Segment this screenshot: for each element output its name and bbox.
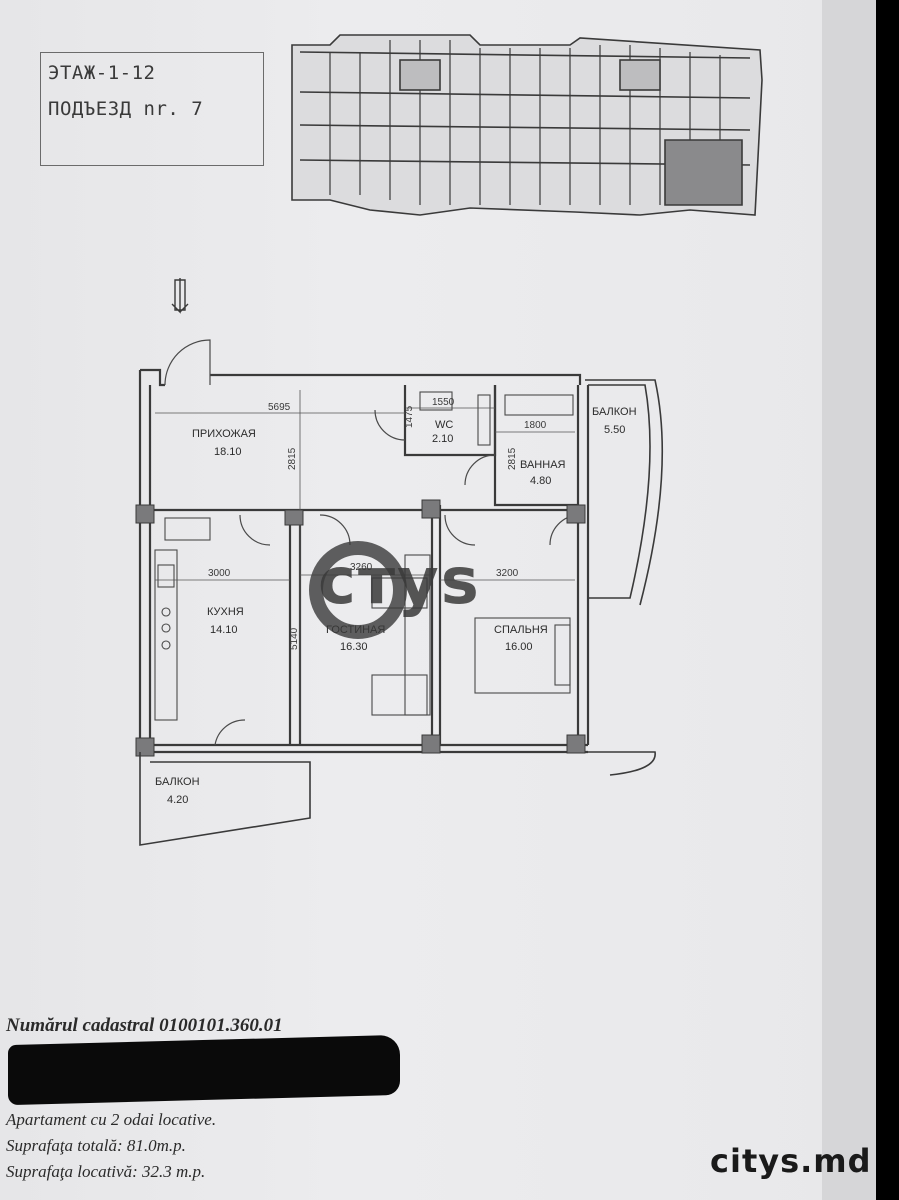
room-name-bath: ВАННАЯ: [520, 459, 566, 471]
dim-hall-depth: 2815: [287, 447, 298, 470]
dim-hall-width: 5695: [268, 402, 291, 413]
page-edge: [822, 0, 876, 1200]
dim-living-width: 3260: [350, 562, 373, 573]
room-area-balcony-2: 4.20: [167, 794, 188, 806]
dim-bath-depth: 2815: [507, 447, 518, 470]
dimension-lines: [155, 390, 575, 740]
watermark-logo-mark: [309, 541, 407, 639]
floor-label: ЭТАЖ-1-12: [48, 62, 156, 84]
apartment-rooms: Apartament cu 2 odai locative.: [6, 1110, 217, 1129]
dim-bedroom-width: 3200: [496, 568, 519, 579]
balconies: [139, 379, 664, 846]
watermark-logo-text: cтys: [318, 545, 481, 619]
watermark-site: citys.md: [710, 1142, 872, 1180]
cadastral-number: Numărul cadastral 0100101.360.01: [6, 1015, 283, 1036]
total-area: Suprafaţa totală: 81.0m.p.: [6, 1136, 186, 1155]
room-area-kitchen: 14.10: [210, 624, 238, 636]
dim-wc-depth: 1475: [404, 405, 415, 428]
dim-kitchen-width: 3000: [208, 568, 231, 579]
bedroom-fixtures: [419, 391, 574, 694]
room-name-wc: WC: [435, 419, 453, 431]
room-name-bedroom: СПАЛЬНЯ: [494, 624, 548, 636]
kitchen-fixtures: [154, 517, 211, 721]
room-area-wc: 2.10: [432, 433, 453, 445]
dim-bath-width: 1800: [524, 420, 547, 431]
entry-arrow: [171, 278, 189, 314]
room-name-hall: ПРИХОЖАЯ: [192, 428, 256, 440]
living-area: Suprafaţa locativă: 32.3 m.p.: [6, 1162, 206, 1181]
dim-wc-width: 1550: [432, 397, 455, 408]
room-area-hall: 18.10: [214, 446, 242, 458]
room-area-living: 16.30: [340, 641, 368, 653]
room-name-balcony-1: БАЛКОН: [592, 406, 637, 418]
redacted-block: [8, 1034, 400, 1106]
entrance-label: ПОДЪЕЗД nr. 7: [48, 98, 204, 120]
dim-living-depth: 5140: [289, 627, 300, 650]
room-area-bedroom: 16.00: [505, 641, 533, 653]
floor-legend-box: [40, 52, 264, 166]
room-name-kitchen: КУХНЯ: [207, 606, 244, 618]
room-name-balcony-2: БАЛКОН: [155, 776, 200, 788]
columns: [135, 499, 586, 757]
building-overview: [291, 34, 763, 216]
room-area-balcony-1: 5.50: [604, 424, 625, 436]
door-arcs: [164, 339, 579, 746]
room-area-bath: 4.80: [530, 475, 551, 487]
